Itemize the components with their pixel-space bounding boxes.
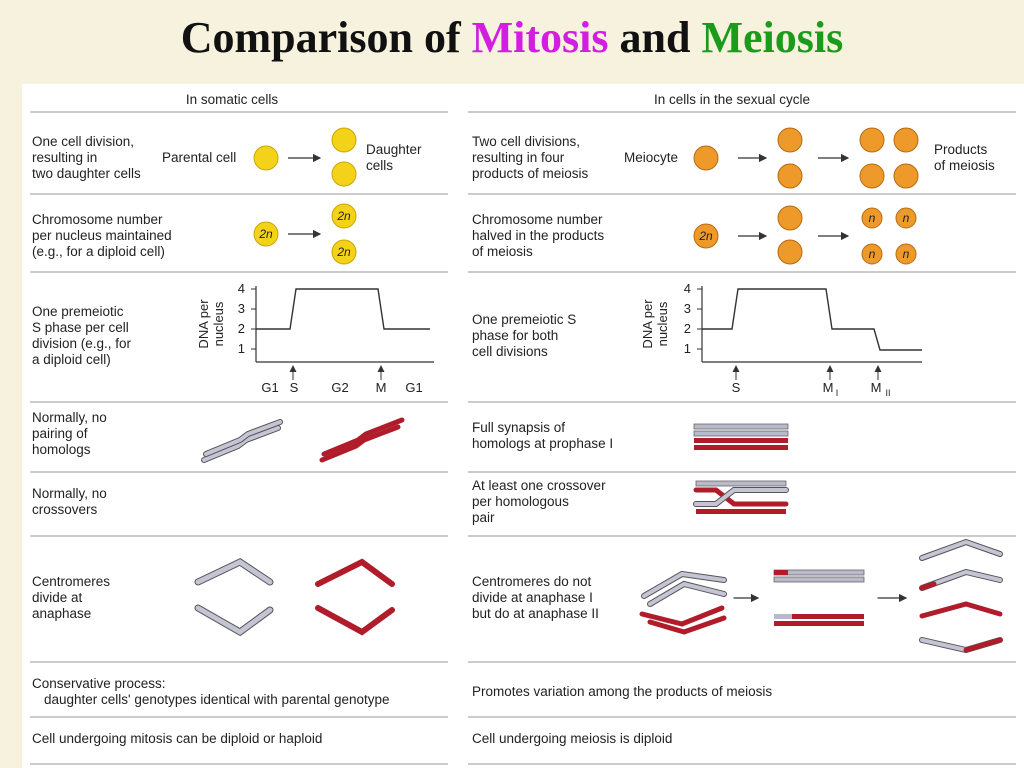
mitosis-division-cells — [253, 127, 357, 187]
ploidy-label: n — [903, 211, 910, 225]
parental-cell-label: Parental cell — [162, 150, 237, 165]
parental-cell — [253, 145, 279, 171]
mitosis-chromosome-text: Chromosome number per nucleus maintained… — [32, 212, 172, 259]
products-label: Products of meiosis — [934, 142, 995, 173]
x-label: M — [376, 380, 387, 395]
meiosis-synapsed-homologs — [693, 423, 789, 450]
figure-drawing: 2n 2n 2n 2n n n n n — [30, 111, 1016, 765]
mitosis-ploidy-cells: 2n 2n 2n — [253, 203, 357, 265]
daughter-cell — [331, 127, 357, 153]
ploidy-label: 2n — [258, 227, 273, 241]
intermediate-cell — [777, 127, 803, 153]
mitosis-pairing-text: Normally, no pairing of homologs — [32, 410, 107, 457]
table-rules — [30, 111, 1016, 765]
y-tick: 1 — [238, 341, 245, 356]
product-cell — [859, 163, 885, 189]
x-label: G1 — [261, 380, 278, 395]
title-meiosis: Meiosis — [701, 13, 844, 62]
meiosis-column-header: In cells in the sexual cycle — [653, 92, 811, 107]
ploidy-label: 2n — [698, 229, 713, 243]
mitosis-crossover-text: Normally, no crossovers — [32, 486, 107, 517]
meiosis-chromosome-text: Chromosome number halved in the products… — [472, 212, 605, 259]
daughter-cell — [331, 161, 357, 187]
y-tick: 2 — [684, 321, 691, 336]
y-tick: 1 — [684, 341, 691, 356]
intermediate-cell — [777, 163, 803, 189]
x-label: S — [290, 380, 299, 395]
mitosis-dna-graph: 4 3 2 1 DNA per nucleus G1 S G2 M G1 — [196, 281, 434, 395]
y-tick: 3 — [684, 301, 691, 316]
ploidy-label: 2n — [336, 209, 351, 223]
ploidy-label: n — [869, 247, 876, 261]
x-label-subscript: II — [885, 388, 890, 398]
y-tick: 4 — [238, 281, 245, 296]
meiosis-ploidy-text: Cell undergoing meiosis is diploid — [472, 731, 673, 746]
ploidy-label: n — [903, 247, 910, 261]
title-and: and — [619, 13, 691, 62]
x-label: G2 — [331, 380, 348, 395]
dna-curve — [702, 288, 922, 351]
mitosis-process-text: daughter cells' genotypes identical with… — [44, 692, 390, 707]
x-label-subscript: I — [836, 388, 839, 398]
axis-label: DNA per — [196, 299, 211, 349]
x-label: G1 — [405, 380, 422, 395]
x-label: M — [871, 380, 882, 395]
meiosis-process-text: Promotes variation among the products of… — [472, 684, 773, 699]
x-label: M — [823, 380, 834, 395]
mitosis-divisions-text: One cell division, resulting in two daug… — [32, 134, 141, 181]
meiosis-centromere-text: Centromeres do not divide at anaphase I … — [472, 574, 599, 621]
y-tick: 2 — [238, 321, 245, 336]
meiosis-divisions-text: Two cell divisions, resulting in four pr… — [472, 134, 589, 181]
ploidy-label: n — [869, 211, 876, 225]
mitosis-dna-text: One premeiotic S phase per cell division… — [32, 304, 132, 367]
product-cell — [893, 163, 919, 189]
y-tick: 4 — [684, 281, 691, 296]
mitosis-unpaired-chromosomes — [201, 417, 405, 463]
comparison-figure: 2n 2n 2n 2n n n n n — [22, 84, 1024, 768]
axis-label: nucleus — [655, 301, 670, 346]
product-cell — [859, 127, 885, 153]
mitosis-column-header: In somatic cells — [185, 92, 279, 107]
meiosis-crossover-homologs — [693, 480, 789, 514]
product-cell — [893, 127, 919, 153]
meiosis-pairing-text: Full synapsis of homologs at prophase I — [472, 420, 614, 451]
meiosis-anaphase-chromosomes — [639, 538, 1003, 654]
y-tick: 3 — [238, 301, 245, 316]
meiosis-dna-text: One premeiotic S phase for both cell div… — [472, 312, 577, 359]
title-part1: Comparison of — [180, 13, 461, 62]
x-label: S — [732, 380, 741, 395]
mitosis-centromere-text: Centromeres divide at anaphase — [32, 574, 111, 621]
daughter-cells-label: Daughter cells — [366, 142, 422, 173]
mitosis-anaphase-chromosomes — [194, 557, 395, 637]
meiosis-ploidy-cells: 2n n n n n — [693, 205, 917, 265]
slide-title: Comparison of Mitosis and Meiosis — [0, 12, 1024, 64]
meiosis-division-cells — [693, 127, 919, 189]
axis-label: DNA per — [640, 299, 655, 349]
axis-label: nucleus — [211, 301, 226, 346]
dna-curve — [256, 288, 430, 330]
title-mitosis: Mitosis — [471, 13, 609, 62]
ploidy-label: 2n — [336, 245, 351, 259]
meiocyte-label: Meiocyte — [624, 150, 679, 165]
mitosis-process-label: Conservative process: — [32, 676, 166, 691]
mitosis-ploidy-text: Cell undergoing mitosis can be diploid o… — [32, 731, 323, 746]
meiocyte-cell — [693, 145, 719, 171]
meiosis-dna-graph: 4 3 2 1 DNA per nucleus S M I M II — [640, 281, 922, 398]
meiosis-crossover-text: At least one crossover per homologous pa… — [472, 478, 606, 525]
